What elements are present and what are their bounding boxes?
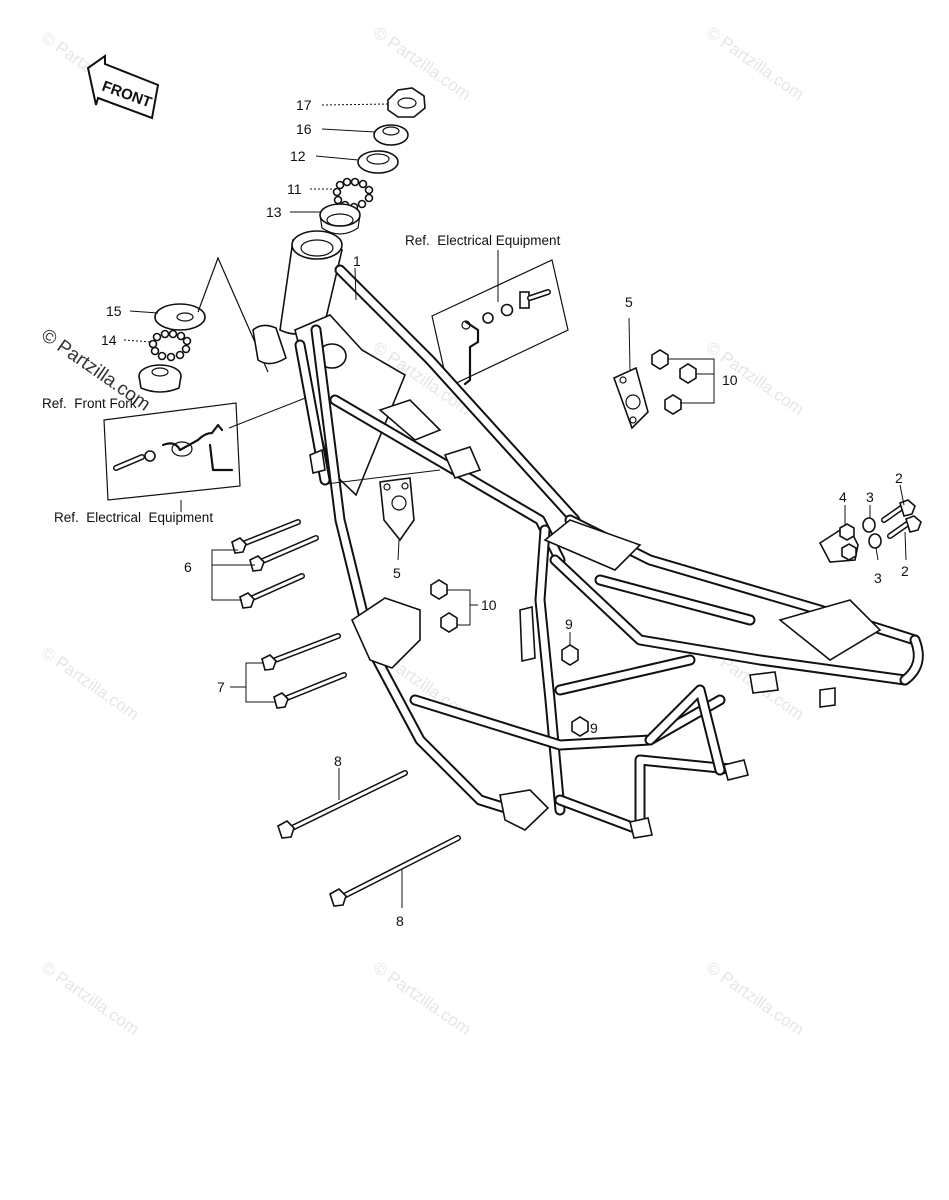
callout-11: 11 <box>287 181 302 197</box>
electrical-ref-box-upper <box>431 250 569 388</box>
bearing-race-upper-icon <box>357 150 399 174</box>
watermark: © Partzilla.com <box>703 338 808 419</box>
callout-8: 8 <box>334 753 342 769</box>
callout-9: 9 <box>565 616 573 632</box>
ref-front-fork: Ref. Front Fork <box>42 396 137 411</box>
callout-9: 9 <box>590 720 598 736</box>
callout-15: 15 <box>106 303 122 319</box>
steering-head-icon <box>252 230 343 365</box>
engine-mount-plate-upper-icon <box>612 366 649 430</box>
callout-5: 5 <box>393 565 401 581</box>
steering-stem-parts <box>319 87 426 235</box>
watermark: © Partzilla.com <box>370 23 475 104</box>
steel-balls-upper-icon <box>332 177 374 212</box>
callout-12: 12 <box>290 148 306 164</box>
bolts-7-icon <box>261 633 347 709</box>
bolt-2-icon <box>881 499 922 539</box>
washer-3-icon <box>862 517 882 549</box>
main-frame-icon <box>252 230 924 839</box>
engine-mount-plate-lower-icon <box>379 477 415 542</box>
lower-bearing-parts <box>138 256 269 393</box>
callout-16: 16 <box>296 121 312 137</box>
watermark: © Partzilla.com <box>38 958 143 1039</box>
ref-electrical-upper: Ref. Electrical Equipment <box>405 233 561 248</box>
callout-5: 5 <box>625 294 633 310</box>
stem-washer-icon <box>373 124 409 146</box>
front-arrow-icon: FRONT <box>86 54 160 120</box>
bolts-8-icon <box>277 770 461 907</box>
electrical-ref-box-lower <box>103 392 319 512</box>
leader-lines <box>123 103 907 908</box>
callouts: 1 2 2 3 3 4 5 5 6 7 8 8 9 9 10 10 11 12 … <box>101 97 909 929</box>
steel-balls-lower-icon <box>148 329 192 362</box>
callout-3: 3 <box>866 489 874 505</box>
bolts-6-icon <box>231 519 319 609</box>
callout-6: 6 <box>184 559 192 575</box>
bearing-cup-icon <box>319 203 361 235</box>
watermark: © Partzilla.com <box>703 958 808 1039</box>
callout-13: 13 <box>266 204 282 220</box>
watermark: © Partzilla.com <box>703 23 808 104</box>
callout-7: 7 <box>217 679 225 695</box>
bearing-race-lower-icon <box>138 364 182 393</box>
watermark-layer: © Partzilla.com © Partzilla.com © Partzi… <box>38 23 808 1039</box>
callout-17: 17 <box>296 97 312 113</box>
callout-3: 3 <box>874 570 882 586</box>
watermark: © Partzilla.com <box>38 643 143 724</box>
callout-10: 10 <box>481 597 497 613</box>
callout-14: 14 <box>101 332 117 348</box>
callout-10: 10 <box>722 372 738 388</box>
callout-2: 2 <box>895 470 903 486</box>
dust-seal-icon <box>154 303 206 331</box>
callout-1: 1 <box>353 253 361 269</box>
nuts-lower-icon <box>430 579 458 633</box>
stem-nut-icon <box>387 87 426 118</box>
callout-2: 2 <box>901 563 909 579</box>
watermark: © Partzilla.com <box>370 958 475 1039</box>
bracket-4-icon <box>818 523 859 563</box>
ref-electrical-lower: Ref. Electrical Equipment <box>54 510 213 525</box>
nuts-upper-icon <box>651 349 697 415</box>
callout-8: 8 <box>396 913 404 929</box>
callout-4: 4 <box>839 489 847 505</box>
